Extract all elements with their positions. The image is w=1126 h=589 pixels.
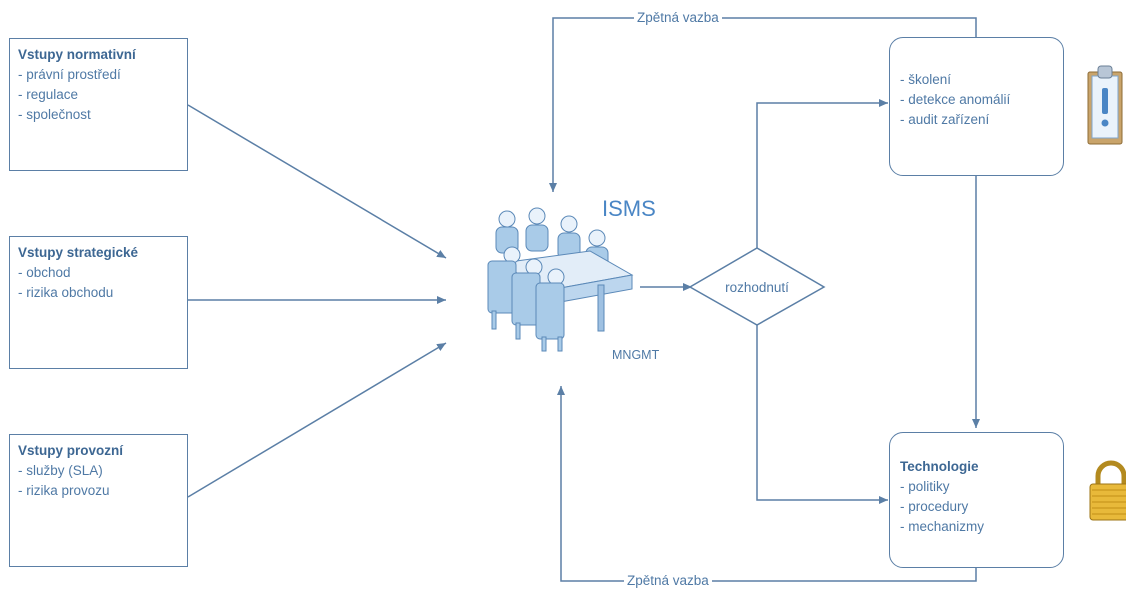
padlock-icon (1089, 460, 1126, 521)
output-top-item: - audit zařízení (900, 112, 990, 127)
input-operational-title: Vstupy provozní (18, 443, 124, 458)
meeting-people-icon (487, 207, 634, 352)
feedback-bottom-label: Zpětná vazba (624, 573, 712, 589)
input-strategic-item: - obchod (18, 265, 71, 280)
input-operational-box: Vstupy provozní - služby (SLA) - rizika … (9, 434, 188, 567)
input-normative-item: - regulace (18, 87, 79, 102)
input-strategic-box: Vstupy strategické - obchod - rizika obc… (9, 236, 188, 369)
output-bottom-item: - politiky (900, 479, 950, 494)
arrow-operational-to-isms (187, 342, 447, 498)
arrow-decision-to-bottom (756, 325, 888, 504)
output-top-item: - školení (900, 72, 952, 87)
arrow-normative-to-isms (187, 104, 447, 259)
feedback-top-label: Zpětná vazba (634, 10, 722, 26)
input-normative-box: Vstupy normativní - právní prostředí - r… (9, 38, 188, 171)
arrow-decision-to-top (756, 99, 888, 248)
input-strategic-item: - rizika obchodu (18, 285, 114, 300)
isms-label: ISMS (602, 196, 656, 221)
decision-label: rozhodnutí (725, 280, 789, 295)
output-bottom-box: Technologie - politiky - procedury - mec… (889, 432, 1064, 568)
output-bottom-item: - procedury (900, 499, 969, 514)
output-bottom-title: Technologie (900, 459, 979, 474)
input-normative-item: - právní prostředí (18, 67, 121, 82)
output-top-box: - školení - detekce anomálií - audit zař… (889, 37, 1064, 176)
input-strategic-title: Vstupy strategické (18, 245, 139, 260)
input-operational-item: - rizika provozu (18, 483, 110, 498)
feedback-bottom-line (557, 386, 977, 582)
decision-diamond (688, 247, 826, 326)
output-top-item: - detekce anomálií (900, 92, 1011, 107)
mngmt-label: MNGMT (612, 348, 660, 362)
feedback-top-line (549, 17, 977, 192)
input-normative-title: Vstupy normativní (18, 47, 136, 62)
input-normative-item: - společnost (18, 107, 91, 122)
clipboard-alert-icon (1087, 65, 1123, 145)
input-operational-item: - služby (SLA) (18, 463, 103, 478)
output-bottom-item: - mechanizmy (900, 519, 985, 534)
